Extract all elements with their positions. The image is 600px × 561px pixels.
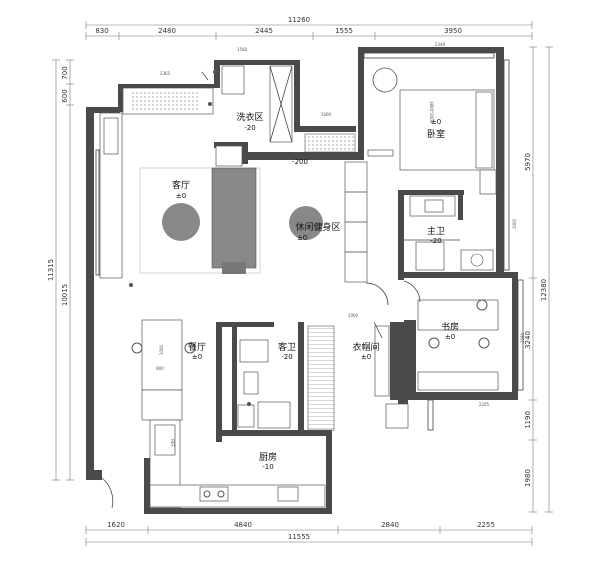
right-dim-4: 1980 xyxy=(524,469,532,487)
note-2365: 2365 xyxy=(160,71,171,76)
bottom-dim-2: 4840 xyxy=(234,521,252,529)
left-dim-600: 600 xyxy=(61,89,69,102)
note-1000-balcony: 1000 xyxy=(321,112,332,117)
top-dimensions: 11260 830 2480 2445 1555 3950 xyxy=(85,16,533,40)
room-level-leisure: ±0 xyxy=(297,234,307,242)
note-1580: 1580 xyxy=(520,332,525,343)
bottom-dim-4: 2255 xyxy=(477,521,495,529)
note-800: 800 xyxy=(156,366,164,371)
right-outer-dimension: 12380 xyxy=(540,279,548,301)
room-level-living: ±0 xyxy=(176,192,186,200)
room-name-closet: 衣帽间 xyxy=(352,341,379,353)
room-level-bedroom: ±0 xyxy=(431,118,441,126)
note-1000-bedroom: 1000 xyxy=(512,218,517,229)
room-level-laundry: -20 xyxy=(244,124,255,132)
corridor-level: -200 xyxy=(292,158,308,166)
note-2348: 2348 xyxy=(435,42,446,47)
top-total-dimension: 11260 xyxy=(288,16,310,24)
note-bed-size: 1800*2000 xyxy=(429,101,434,124)
room-level-master-bath: -20 xyxy=(430,237,441,245)
room-level-study: ±0 xyxy=(445,333,455,341)
room-level-guest-bath: -20 xyxy=(281,353,292,361)
top-dim-5: 3950 xyxy=(444,27,462,35)
room-level-dining: ±0 xyxy=(192,353,202,361)
room-name-kitchen: 厨房 xyxy=(259,451,277,463)
room-level-kitchen: -10 xyxy=(262,463,273,471)
bottom-total-dimension: 11555 xyxy=(288,533,310,541)
left-inner-dimension: 10015 xyxy=(61,284,69,306)
right-dim-2: 3240 xyxy=(524,331,532,349)
bottom-dim-1: 1620 xyxy=(107,521,125,529)
left-dimensions: 11315 700 600 10015 xyxy=(47,59,74,481)
walls xyxy=(86,47,518,514)
left-outer-dimension: 11315 xyxy=(47,259,55,281)
note-1560: 1560 xyxy=(237,47,248,52)
room-name-study: 书房 xyxy=(441,321,459,333)
room-labels: 洗衣区 -20 -200 客厅 ±0 休闲健身区 ±0 卧室 ±0 主卫 -20… xyxy=(172,111,459,471)
room-name-living: 客厅 xyxy=(172,179,190,191)
right-dim-1: 5970 xyxy=(524,153,532,171)
top-dim-4: 1555 xyxy=(335,27,353,35)
room-level-closet: ±0 xyxy=(361,353,371,361)
bottom-dimensions: 1620 4840 2840 2255 11555 xyxy=(85,521,533,546)
note-1000-dining: 1000 xyxy=(159,344,164,355)
right-dimensions: 5970 3240 1190 1980 12380 xyxy=(524,46,553,513)
left-dim-700: 700 xyxy=(61,66,69,79)
room-name-guest-bath: 客卫 xyxy=(278,341,296,353)
right-dim-3: 1190 xyxy=(524,411,532,429)
room-name-laundry: 洗衣区 xyxy=(236,111,263,123)
fridge-label: REF xyxy=(170,439,175,447)
note-1000-closet: 1000 xyxy=(348,313,359,318)
furniture xyxy=(99,65,499,509)
note-2205: 2205 xyxy=(479,402,490,407)
room-name-master-bath: 主卫 xyxy=(427,225,445,237)
top-dim-2: 2480 xyxy=(158,27,176,35)
room-name-dining: 餐厅 xyxy=(188,341,206,353)
room-name-leisure: 休闲健身区 xyxy=(295,221,340,233)
top-dim-3: 2445 xyxy=(255,27,273,35)
room-name-bedroom: 卧室 xyxy=(427,128,445,140)
small-annotations: 1560 2365 1000 1800*2000 2348 1000 1580 … xyxy=(156,42,525,448)
top-dim-1: 830 xyxy=(95,27,108,35)
bottom-dim-3: 2840 xyxy=(381,521,399,529)
